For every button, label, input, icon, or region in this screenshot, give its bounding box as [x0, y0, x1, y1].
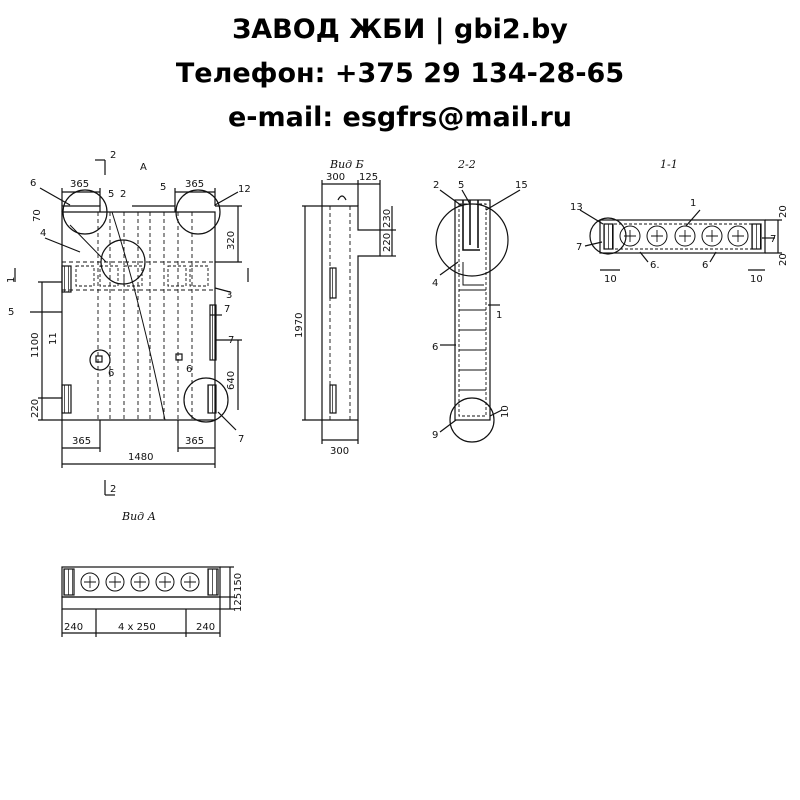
dim-bottom-right: 365: [185, 436, 204, 447]
s22-pos-2: 2: [433, 180, 439, 191]
s11-pos-7b: 7: [770, 234, 776, 245]
section-2-2: [435, 189, 521, 443]
pos-7a: 7: [224, 304, 230, 315]
s11-pos-10a: 10: [604, 274, 617, 285]
view-b-dim-bottom: 300: [330, 446, 349, 457]
pos-6b: 6: [108, 368, 114, 379]
s22-pos-6: 6: [432, 342, 438, 353]
email-line: e-mail: esgfrs@mail.ru: [227, 102, 573, 133]
front-view-text: 365 365 365 365 1480 1100 220 320 640 70…: [6, 150, 251, 495]
pos-3: 3: [226, 290, 232, 301]
front-view: [14, 159, 249, 496]
s22-pos-10: 10: [500, 405, 511, 418]
pos-2a: 2: [120, 189, 126, 200]
dim-top-right: 365: [185, 179, 204, 190]
section-1-1-text: 1-1 13 1 7 7 10 6. 6 10 20 20: [570, 158, 789, 285]
dim-left-height: 1100: [30, 333, 41, 358]
s11-pos-7a: 7: [576, 242, 582, 253]
s22-pos-4: 4: [432, 278, 438, 289]
pos-4: 4: [40, 228, 46, 239]
view-b: [302, 180, 396, 444]
section-2-2-text: 2-2 2 5 15 4 1 6 9 10: [432, 158, 528, 441]
pos-7c: 7: [238, 434, 244, 445]
view-b-title: Вид Б: [329, 158, 364, 171]
dim-top-left: 365: [70, 179, 89, 190]
header: ЗАВОД ЖБИ | gbi2.by Телефон: +375 29 134…: [0, 8, 800, 140]
view-a-dim-left: 240: [64, 622, 83, 633]
phone-line: Телефон: +375 29 134-28-65: [175, 58, 625, 89]
dim-right-top: 320: [226, 231, 237, 250]
cut-2-bottom: 2: [110, 484, 116, 495]
dim-bottom-left: 365: [72, 436, 91, 447]
view-b-dim-right1: 230: [382, 209, 393, 228]
s22-pos-5: 5: [458, 180, 464, 191]
section-1-1-title: 1-1: [660, 158, 678, 171]
pos-5a: 5: [108, 189, 114, 200]
pos-12: 12: [238, 184, 251, 195]
pos-11: 11: [48, 332, 59, 345]
dim-70: 70: [32, 209, 43, 222]
plant-title: ЗАВОД ЖБИ | gbi2.by: [232, 14, 568, 45]
view-b-dim-top1: 300: [326, 172, 345, 183]
pos-5-side: 5: [8, 307, 14, 318]
view-b-dim-right2: 220: [382, 233, 393, 252]
section-1-1: [579, 209, 782, 271]
view-b-text: Вид Б 300 125 230 220 1970 300: [294, 158, 393, 457]
view-a-dim-125: 125: [233, 593, 244, 612]
s11-dim-20b: 20: [778, 253, 789, 266]
view-b-dim-height: 1970: [294, 313, 305, 338]
view-b-dim-top2: 125: [359, 172, 378, 183]
view-a-text: Вид А 240 4 x 250 240 150 125: [64, 510, 244, 633]
view-a: [61, 566, 234, 637]
s11-pos-1: 1: [690, 198, 696, 209]
cut-2-top: 2: [110, 150, 116, 161]
pos-1: 1: [6, 277, 17, 283]
s11-pos-10b: 10: [750, 274, 763, 285]
s11-dim-20a: 20: [778, 205, 789, 218]
view-a-dim-mid: 4 x 250: [118, 622, 156, 633]
s22-pos-9: 9: [432, 430, 438, 441]
section-2-2-title: 2-2: [457, 158, 476, 171]
arrow-a-label: А: [140, 162, 147, 173]
s11-pos-6b: 6: [702, 260, 708, 271]
s11-pos-13: 13: [570, 202, 583, 213]
view-a-title: Вид А: [121, 510, 156, 523]
view-a-dim-150: 150: [233, 573, 244, 592]
dim-total-width: 1480: [128, 452, 153, 463]
s22-pos-1: 1: [496, 310, 502, 321]
view-a-dim-right: 240: [196, 622, 215, 633]
dim-left-bottom: 220: [30, 399, 41, 418]
dim-right-bottom: 640: [226, 371, 237, 390]
pos-6c: 6: [186, 364, 192, 375]
pos-7b: 7: [228, 335, 234, 346]
s22-pos-15: 15: [515, 180, 528, 191]
pos-5b: 5: [160, 182, 166, 193]
pos-6: 6: [30, 178, 36, 189]
s11-pos-6a: 6.: [650, 260, 660, 271]
